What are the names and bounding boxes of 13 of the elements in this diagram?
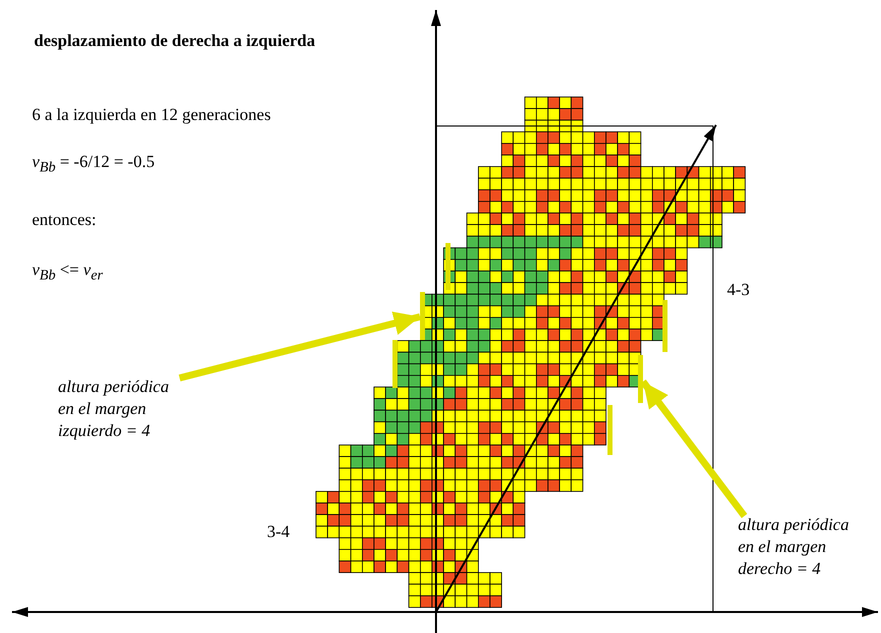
formula-text: v$_{Bb}$ <= v$_{er}$ <box>32 260 103 284</box>
region-label: 3-4 <box>267 522 290 542</box>
region-label: 4-3 <box>727 280 750 300</box>
margin-bar <box>420 292 425 340</box>
leader-arrow <box>640 380 748 518</box>
title: desplazamiento de derecha a izquierda <box>34 31 316 51</box>
formula-text: v$_{Bb}$ = -6/12 = -0.5 <box>32 152 155 176</box>
margin-bar <box>638 355 643 403</box>
leader-arrow <box>178 312 421 382</box>
callout-text: altura periódica en el margen izquierdo = 4 <box>58 376 186 442</box>
callout-text: altura periódica en el margen derecho = 4 <box>738 514 866 580</box>
note-text: entonces: <box>32 210 96 230</box>
note-text: 6 a la izquierda en 12 generaciones <box>32 105 271 125</box>
